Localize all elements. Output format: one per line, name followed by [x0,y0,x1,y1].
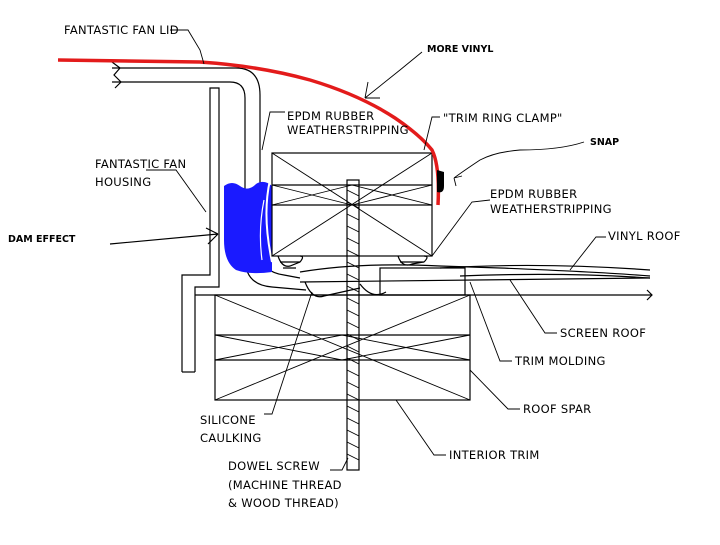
trapped-water [224,179,273,274]
label-roof-spar: ROOF SPAR [523,402,591,416]
label-trim-molding: TRIM MOLDING [514,354,606,368]
label-screen-roof: SCREEN ROOF [560,326,646,340]
leader-screen-roof [509,279,557,334]
screen-roof [299,264,651,298]
roof-spar [195,289,653,401]
leader-dowel [330,457,349,471]
leader-silicone [264,291,313,415]
label-interior-trim: INTERIOR TRIM [449,448,540,462]
label-epdm-top-1: EPDM RUBBER [287,109,374,123]
leader-epdm-right [431,199,491,257]
leader-vinyl-roof [569,236,606,271]
leader-trim-ring [423,116,440,151]
note-dam-effect: DAM EFFECT [8,234,76,245]
leader-trim-molding [469,281,512,362]
label-epdm-right-2: WEATHERSTRIPPING [490,202,612,216]
leader-epdm-top [261,111,285,151]
label-dowel-3: & WOOD THREAD) [228,496,339,510]
leader-roof-spar [469,369,520,410]
fan-housing [181,87,220,373]
label-epdm-top-2: WEATHERSTRIPPING [287,123,409,137]
fan-lid [111,61,307,291]
note-snap: SNAP [590,137,619,148]
snap-arrow [453,141,585,187]
more-vinyl-arrow [364,51,423,99]
more-vinyl-red-line [57,58,441,206]
leader-fan-housing [146,169,207,213]
label-fan-housing-1: FANTASTIC FAN [95,157,186,171]
label-fan-housing-2: HOUSING [95,175,151,189]
dowel-screw [346,179,360,471]
dam-effect-arrow [109,227,219,245]
leader-interior-trim [395,399,446,456]
snap-clip [437,170,444,193]
label-trim-ring-clamp: "TRIM RING CLAMP" [443,111,563,125]
label-vinyl-roof: VINYL ROOF [608,229,681,243]
label-fan-lid: FANTASTIC FAN LID [64,23,179,37]
epdm-weatherstrip-bottom [277,255,428,269]
label-silicone-2: CAULKING [200,431,262,445]
label-dowel-1: DOWEL SCREW [228,459,320,473]
note-more-vinyl: MORE VINYL [427,44,493,55]
trim-ring-clamp [271,152,433,257]
leader-fan-lid [170,29,205,65]
label-epdm-right-1: EPDM RUBBER [490,187,577,201]
label-silicone-1: SILICONE [200,413,256,427]
label-dowel-2: (MACHINE THREAD [228,478,342,492]
vinyl-roof [439,264,651,279]
